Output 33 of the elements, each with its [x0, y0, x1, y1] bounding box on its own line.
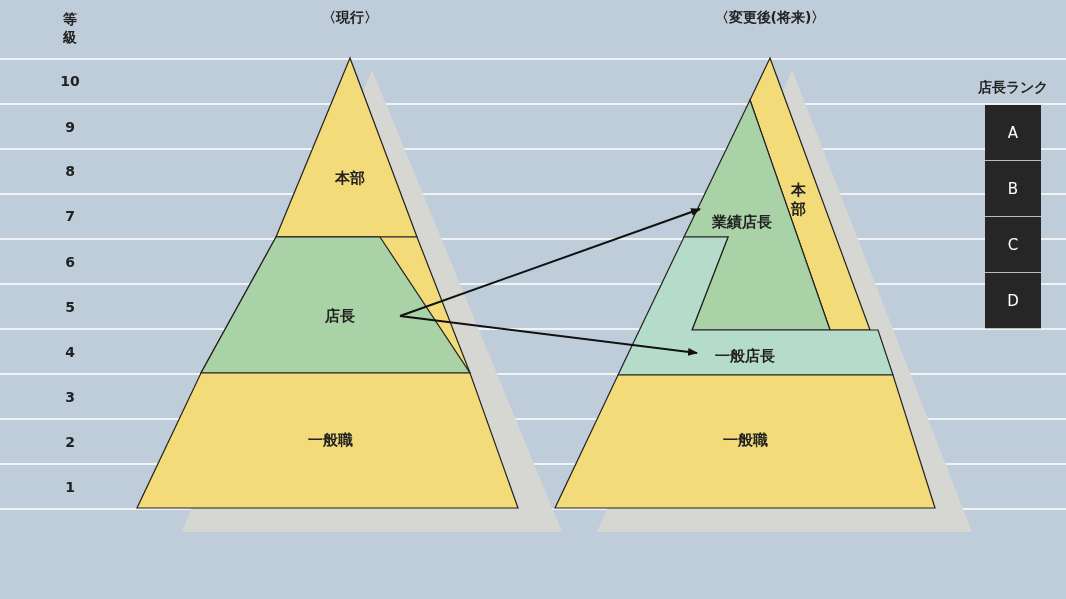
segment-label: 一般職 [722, 430, 768, 450]
arrow [399, 208, 701, 317]
rank-heading: 店長ランク [978, 79, 1048, 97]
panel-heading: 〈変更後(将来)〉 [714, 9, 826, 27]
grade-number: 10 [60, 73, 80, 89]
rank-cell: B [985, 161, 1041, 217]
rank-cell: C [985, 217, 1041, 273]
rank-cell: A [985, 105, 1041, 161]
arrow [399, 315, 698, 356]
pyramid-segment [618, 237, 893, 375]
segment-label: 本部 [335, 168, 365, 188]
grade-number: 7 [65, 208, 75, 224]
rank-cell: D [985, 273, 1041, 329]
grade-number: 9 [65, 119, 75, 135]
segment-label: 店長 [325, 306, 355, 326]
grade-number: 3 [65, 389, 75, 405]
grade-number: 5 [65, 299, 75, 315]
grade-number: 8 [65, 163, 75, 179]
grade-number: 2 [65, 434, 75, 450]
pyramid-segment [201, 237, 470, 373]
grade-number: 6 [65, 254, 75, 270]
segment-label: 一般職 [307, 430, 353, 450]
grade-number: 1 [65, 479, 75, 495]
pyramid-segment [276, 58, 417, 237]
axis-title: 等級 [62, 10, 78, 46]
pyramid-segment [137, 373, 518, 508]
grade-number: 4 [65, 344, 75, 360]
segment-label: 業績店長 [712, 212, 772, 232]
segment-label: 一般店長 [715, 346, 775, 366]
pyramid-segment [684, 100, 830, 330]
panel-heading: 〈現行〉 [322, 9, 378, 27]
pyramid-segment [555, 375, 935, 508]
segment-label: 本部 [790, 181, 806, 219]
